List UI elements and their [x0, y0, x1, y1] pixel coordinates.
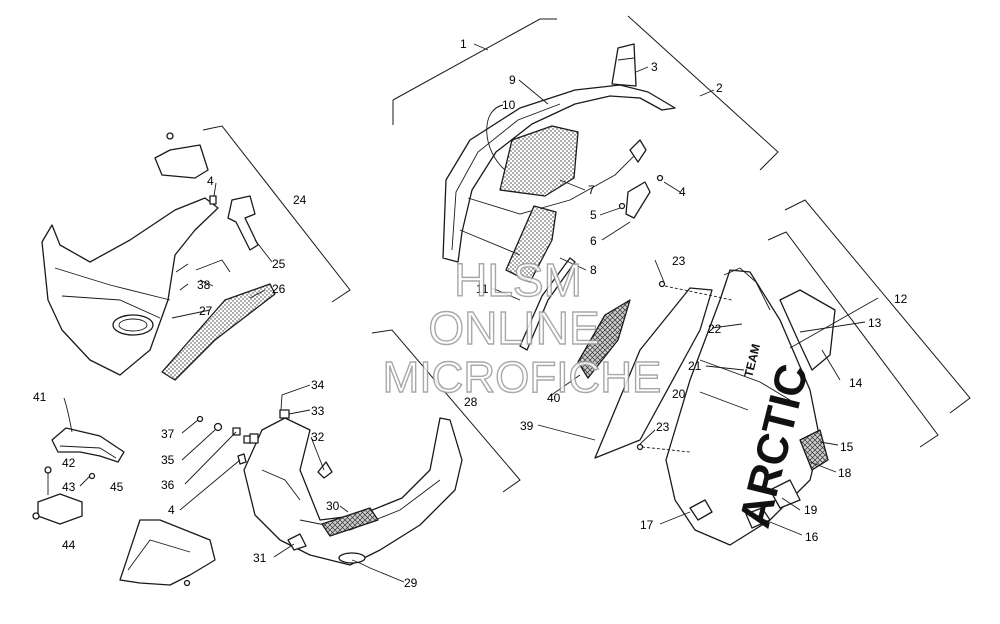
callout-45: 45 [110, 480, 124, 494]
belly-pan-assembly [119, 409, 463, 587]
callout-23b: 23 [656, 420, 670, 434]
callout-20: 20 [672, 387, 686, 401]
callout-24: 24 [293, 193, 307, 207]
callout-28: 28 [464, 395, 478, 409]
callout-22: 22 [708, 322, 722, 336]
callout-17: 17 [640, 518, 654, 532]
callout-6: 6 [590, 234, 597, 248]
callout-43: 43 [62, 480, 76, 494]
callout-25: 25 [272, 257, 286, 271]
watermark-line-1: HLSM [454, 254, 582, 306]
callout-10: 10 [502, 98, 516, 112]
callout-2: 2 [716, 81, 723, 95]
callout-3: 3 [651, 60, 658, 74]
callout-44: 44 [62, 538, 76, 552]
side-panel-assembly: ARCTIC TEAM [577, 267, 836, 546]
callout-7: 7 [588, 183, 595, 197]
callout-33: 33 [311, 404, 325, 418]
callout-35: 35 [161, 453, 175, 467]
callout-34: 34 [311, 378, 325, 392]
callout-13: 13 [868, 316, 882, 330]
callout-4c: 4 [168, 503, 175, 517]
callout-11: 11 [476, 282, 489, 296]
callout-15: 15 [840, 440, 854, 454]
callout-36: 36 [161, 478, 175, 492]
leader-lines [63, 43, 879, 583]
callout-39: 39 [520, 419, 534, 433]
callout-8: 8 [590, 263, 597, 277]
callout-23a: 23 [672, 254, 686, 268]
callout-19: 19 [804, 503, 818, 517]
callout-16: 16 [805, 530, 819, 544]
callout-5: 5 [590, 208, 597, 222]
callout-29: 29 [404, 576, 418, 590]
callout-4b: 4 [207, 174, 214, 188]
callout-4a: 4 [679, 185, 686, 199]
callout-18: 18 [838, 466, 852, 480]
watermark-line-3: MICROFICHE [383, 353, 662, 402]
callout-40: 40 [547, 391, 561, 405]
small-parts-group [32, 427, 125, 525]
callout-31: 31 [253, 551, 267, 565]
callout-26: 26 [272, 282, 286, 296]
callout-9: 9 [509, 73, 516, 87]
callout-12: 12 [894, 292, 908, 306]
hood-assembly [442, 43, 676, 351]
callout-14: 14 [849, 376, 863, 390]
callout-21: 21 [688, 359, 702, 373]
assembly-brackets [202, 15, 971, 493]
callout-32: 32 [311, 430, 325, 444]
callout-labels: 1 2 3 4 4 4 5 6 7 8 9 10 11 12 13 14 15 … [33, 37, 908, 590]
watermark: HLSM ONLINE MICROFICHE [382, 253, 662, 402]
callout-42: 42 [62, 456, 76, 470]
cowl-assembly [41, 132, 276, 381]
callout-38: 38 [197, 278, 211, 292]
callout-1: 1 [460, 37, 467, 51]
callout-30: 30 [326, 499, 340, 513]
watermark-line-2: ONLINE [428, 302, 599, 354]
callout-41: 41 [33, 390, 47, 404]
callout-37: 37 [161, 427, 175, 441]
callout-27: 27 [199, 304, 213, 318]
